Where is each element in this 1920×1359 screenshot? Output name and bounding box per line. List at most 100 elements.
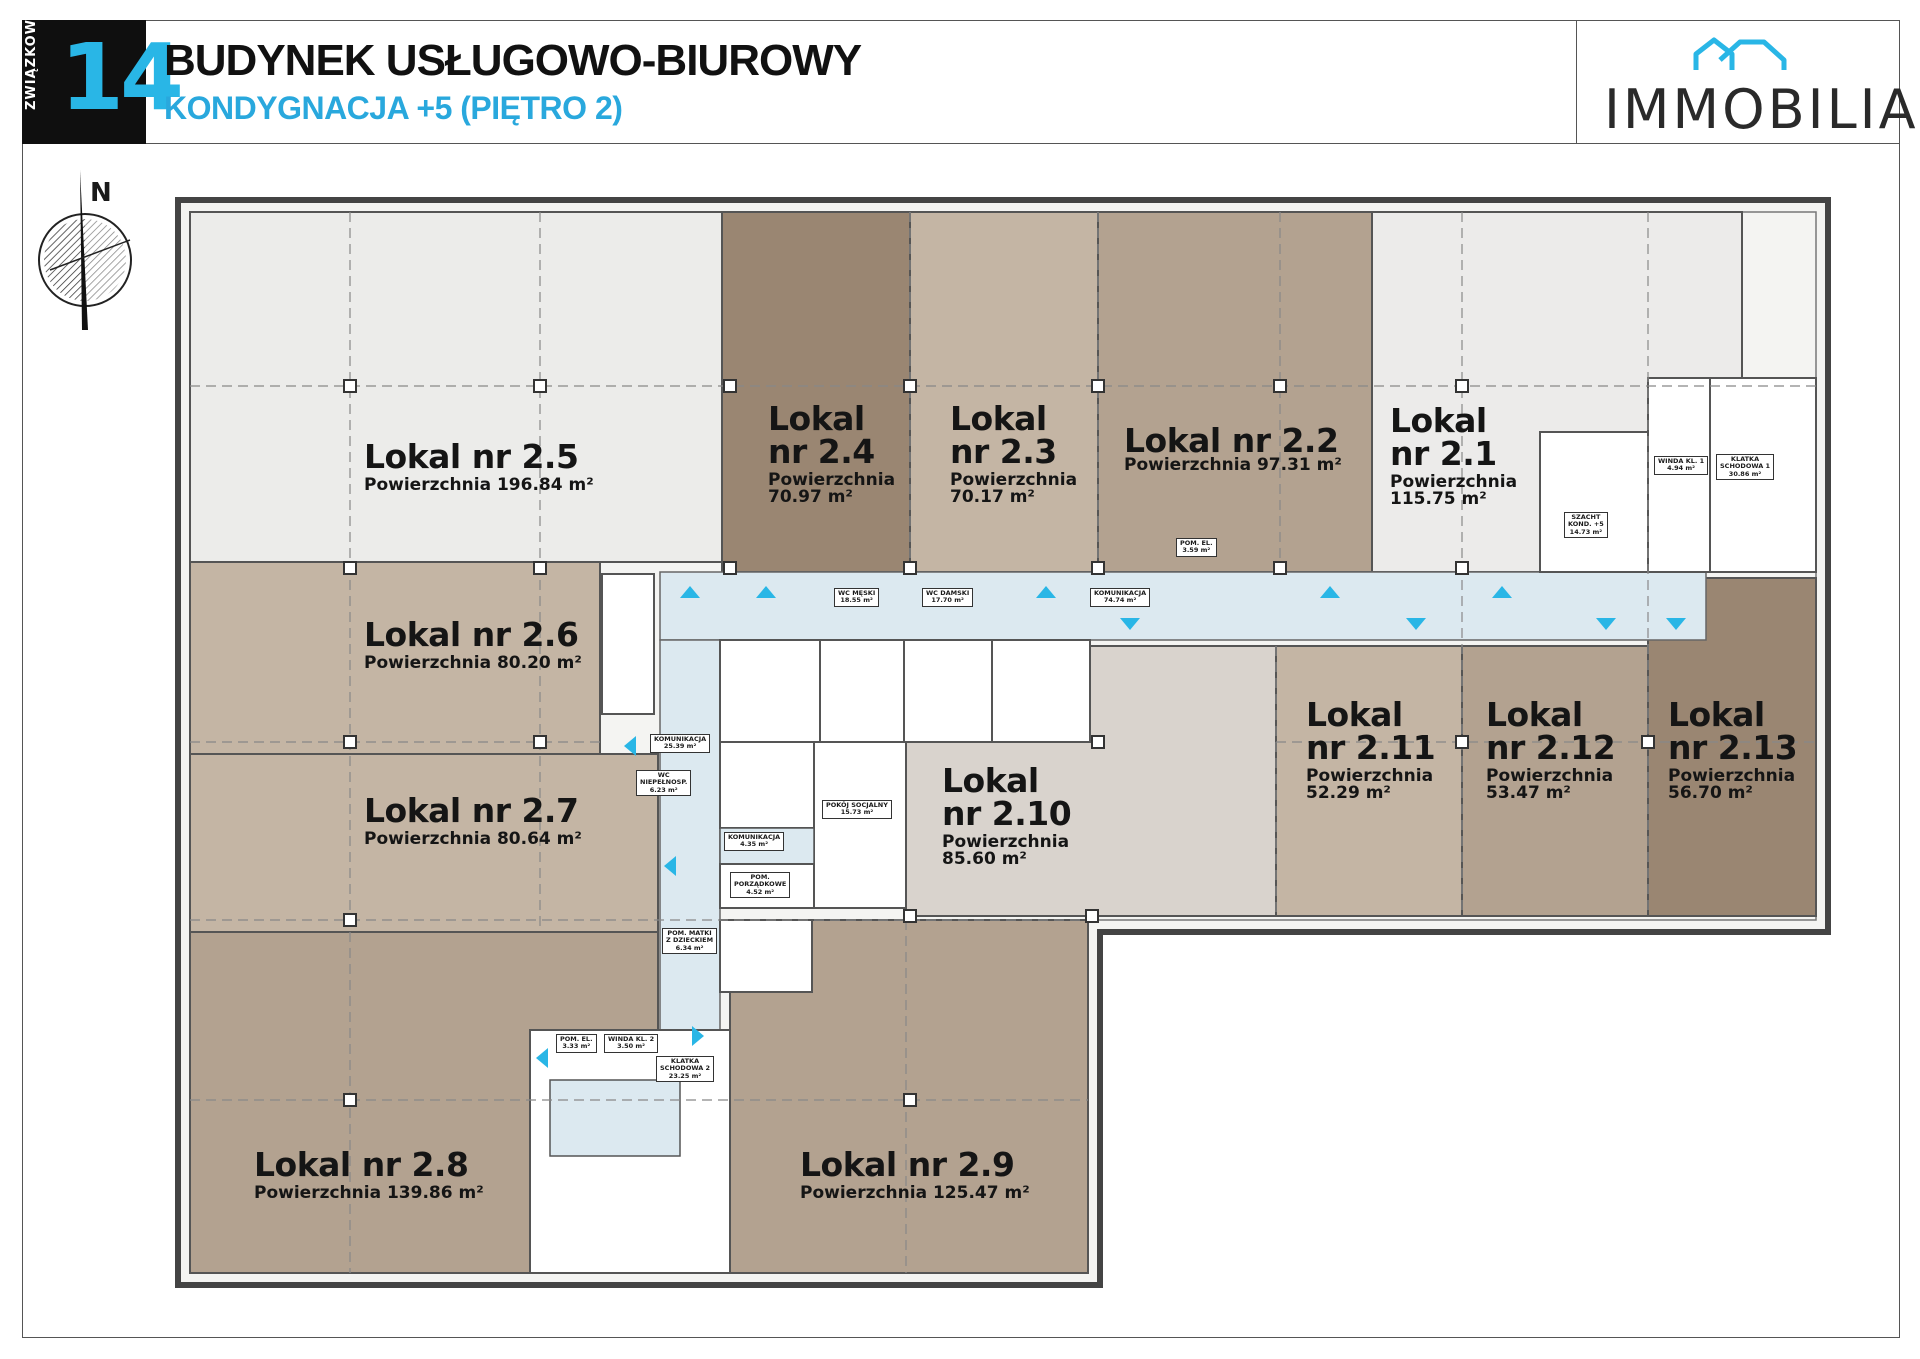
unit-2-3-area bbox=[909, 211, 1099, 573]
electrical-room-bottom-area: 3.33 m² bbox=[562, 1042, 591, 1051]
unit-2-13-title-2: nr 2.13 bbox=[1668, 728, 1798, 767]
wc-accessible-area: 6.23 m² bbox=[649, 785, 678, 794]
corridor-top-area: 74.74 m² bbox=[1103, 596, 1137, 605]
elevator-2-label: WINDA KL. 2 3.50 m² bbox=[604, 1034, 659, 1053]
unit-2-6-area-text: Powierzchnia 80.20 m² bbox=[364, 653, 582, 673]
electrical-room-top-label: POM. EL. 3.59 m² bbox=[1176, 538, 1217, 557]
corridor-left-label: KOMUNIKACJA 25.39 m² bbox=[650, 734, 711, 753]
compass-icon bbox=[38, 170, 132, 330]
corridor-left-area: 25.39 m² bbox=[663, 742, 697, 751]
street-number: 14 bbox=[60, 24, 184, 131]
logo-box bbox=[1576, 20, 1900, 144]
page-title: BUDYNEK USŁUGOWO-BIUROWY bbox=[164, 36, 862, 85]
staircase-1-name-2: SCHODOWA 1 bbox=[1720, 462, 1771, 471]
corridor-mid-name: KOMUNIKACJA bbox=[728, 833, 781, 841]
unit-2-13-title-1: Lokal bbox=[1668, 695, 1765, 734]
unit-2-2-label: Lokal nr 2.2 Powierzchnia 97.31 m² bbox=[1124, 424, 1342, 474]
janitor-room-name-2: PORZĄDKOWE bbox=[734, 880, 787, 889]
unit-2-12-area-value: 53.47 m² bbox=[1486, 783, 1571, 803]
corridor-mid-label: KOMUNIKACJA 4.35 m² bbox=[724, 832, 785, 851]
unit-2-11-label: Lokal nr 2.11 Powierzchnia 52.29 m² bbox=[1306, 698, 1436, 803]
unit-2-10-title-1: Lokal bbox=[942, 761, 1039, 800]
unit-2-10-title-2: nr 2.10 bbox=[942, 794, 1072, 833]
wc-men-label: WC MĘSKI 18.55 m² bbox=[834, 588, 880, 607]
unit-2-6-title: Lokal nr 2.6 bbox=[364, 615, 579, 654]
unit-2-12-label: Lokal nr 2.12 Powierzchnia 53.47 m² bbox=[1486, 695, 1616, 803]
unit-2-8-label: Lokal nr 2.8 Powierzchnia 139.86 m² bbox=[254, 1148, 484, 1202]
unit-2-3-area-value: 70.17 m² bbox=[950, 487, 1035, 507]
unit-2-7-area bbox=[189, 753, 659, 933]
unit-2-2-area bbox=[1097, 211, 1373, 573]
wc-women-area: 17.70 m² bbox=[931, 596, 964, 605]
staircase-2-name-1: KLATKA bbox=[670, 1057, 700, 1065]
staircase-1-area: 30.86 m² bbox=[1728, 469, 1762, 478]
main-corridor bbox=[659, 571, 1707, 641]
unit-2-4-label: Lokal nr 2.4 Powierzchnia 70.97 m² bbox=[768, 402, 895, 506]
mother-child-room-label: POM. MATKI Z DZIECKIEM 6.34 m² bbox=[662, 928, 718, 955]
unit-2-12-area bbox=[1461, 645, 1649, 917]
mother-child-room-name-2: Z DZIECKIEM bbox=[666, 936, 714, 945]
staircase-1-name-1: KLATKA bbox=[1730, 455, 1760, 463]
unit-2-3-title-1: Lokal bbox=[950, 399, 1047, 438]
unit-2-11-area-label: Powierzchnia bbox=[1306, 766, 1434, 786]
unit-2-6-area bbox=[189, 561, 601, 755]
electrical-room-bottom-label: POM. EL. 3.33 m² bbox=[556, 1034, 597, 1053]
unit-2-3-area-label: Powierzchnia bbox=[950, 470, 1078, 490]
elevator-1-name: WINDA KL. 1 bbox=[1658, 457, 1705, 465]
unit-2-5-area bbox=[189, 211, 723, 563]
unit-2-5-title: Lokal nr 2.5 bbox=[364, 437, 579, 476]
unit-2-12-title-2: nr 2.12 bbox=[1486, 728, 1616, 767]
unit-2-5-area-text: Powierzchnia 196.84 m² bbox=[364, 475, 594, 495]
unit-2-7-title: Lokal nr 2.7 bbox=[364, 791, 579, 830]
staircase-2-label: KLATKA SCHODOWA 2 23.25 m² bbox=[656, 1056, 715, 1083]
social-room-label: POKÓJ SOCJALNY 15.73 m² bbox=[822, 800, 892, 819]
wc-women-stalls bbox=[991, 639, 1091, 743]
wc-women-label: WC DAMSKI 17.70 m² bbox=[922, 588, 974, 607]
social-room bbox=[813, 741, 907, 909]
shaft-room bbox=[1539, 431, 1649, 573]
unit-2-2-title: Lokal nr 2.2 bbox=[1124, 421, 1339, 460]
unit-2-6-label: Lokal nr 2.6 Powierzchnia 80.20 m² bbox=[364, 618, 582, 672]
staircase-2-area: 23.25 m² bbox=[668, 1071, 702, 1080]
elevator-2-area: 3.50 m² bbox=[617, 1042, 646, 1051]
unit-2-4-title-2: nr 2.4 bbox=[768, 432, 875, 471]
unit-2-1-title-1: Lokal bbox=[1390, 401, 1487, 440]
unit-2-13-area-label: Powierzchnia bbox=[1668, 766, 1796, 786]
shaft-name-2: KOND. +5 bbox=[1568, 520, 1604, 529]
wc-accessible-label: WC NIEPEŁNOSP. 6.23 m² bbox=[636, 770, 692, 797]
wc-men-stalls bbox=[819, 639, 905, 743]
unit-2-12-title-1: Lokal bbox=[1486, 695, 1583, 734]
unit-2-2-area-text: Powierzchnia 97.31 m² bbox=[1124, 455, 1342, 475]
shaft-left bbox=[601, 573, 655, 715]
shaft-area: 14.73 m² bbox=[1569, 527, 1603, 536]
corridor-left-name: KOMUNIKACJA bbox=[654, 735, 707, 743]
social-room-name: POKÓJ SOCJALNY bbox=[826, 801, 888, 809]
unit-2-10-label: Lokal nr 2.10 Powierzchnia 85.60 m² bbox=[942, 761, 1072, 868]
electrical-room-top-name: POM. EL. bbox=[1180, 539, 1213, 547]
unit-2-12-area-label: Powierzchnia bbox=[1486, 766, 1614, 786]
electrical-room-bottom-name: POM. EL. bbox=[560, 1035, 593, 1043]
unit-2-7-label: Lokal nr 2.7 Powierzchnia 80.64 m² bbox=[364, 794, 582, 848]
unit-2-3-label: Lokal nr 2.3 Powierzchnia 70.17 m² bbox=[950, 402, 1077, 506]
unit-2-11-area-value: 52.29 m² bbox=[1306, 783, 1391, 803]
wc-women-room bbox=[903, 639, 993, 743]
corridor-mid-area: 4.35 m² bbox=[740, 840, 769, 849]
elevator-1-label: WINDA KL. 1 4.94 m² bbox=[1654, 456, 1709, 475]
janitor-room-area: 4.52 m² bbox=[746, 887, 775, 896]
drawing-frame bbox=[22, 20, 1900, 1338]
unit-2-1-area-value: 115.75 m² bbox=[1390, 489, 1487, 509]
unit-2-5-label: Lokal nr 2.5 Powierzchnia 196.84 m² bbox=[364, 440, 594, 494]
wc-men-area: 18.55 m² bbox=[840, 596, 873, 605]
unit-2-13-label: Lokal nr 2.13 Powierzchnia 56.70 m² bbox=[1668, 695, 1798, 802]
corridor-top-label: KOMUNIKACJA 74.74 m² bbox=[1090, 588, 1151, 607]
staircase-1-label: KLATKA SCHODOWA 1 30.86 m² bbox=[1716, 454, 1775, 481]
wc-women-name: WC DAMSKI bbox=[926, 589, 970, 597]
unit-2-1-title-2: nr 2.1 bbox=[1390, 434, 1497, 473]
mother-child-room bbox=[719, 919, 813, 993]
unit-2-9-area-text: Powierzchnia 125.47 m² bbox=[800, 1183, 1030, 1203]
unit-2-4-area-label: Powierzchnia bbox=[768, 470, 896, 490]
unit-2-11-area bbox=[1275, 645, 1463, 917]
unit-2-3-title-2: nr 2.3 bbox=[950, 432, 1057, 471]
columns bbox=[343, 379, 1655, 1107]
